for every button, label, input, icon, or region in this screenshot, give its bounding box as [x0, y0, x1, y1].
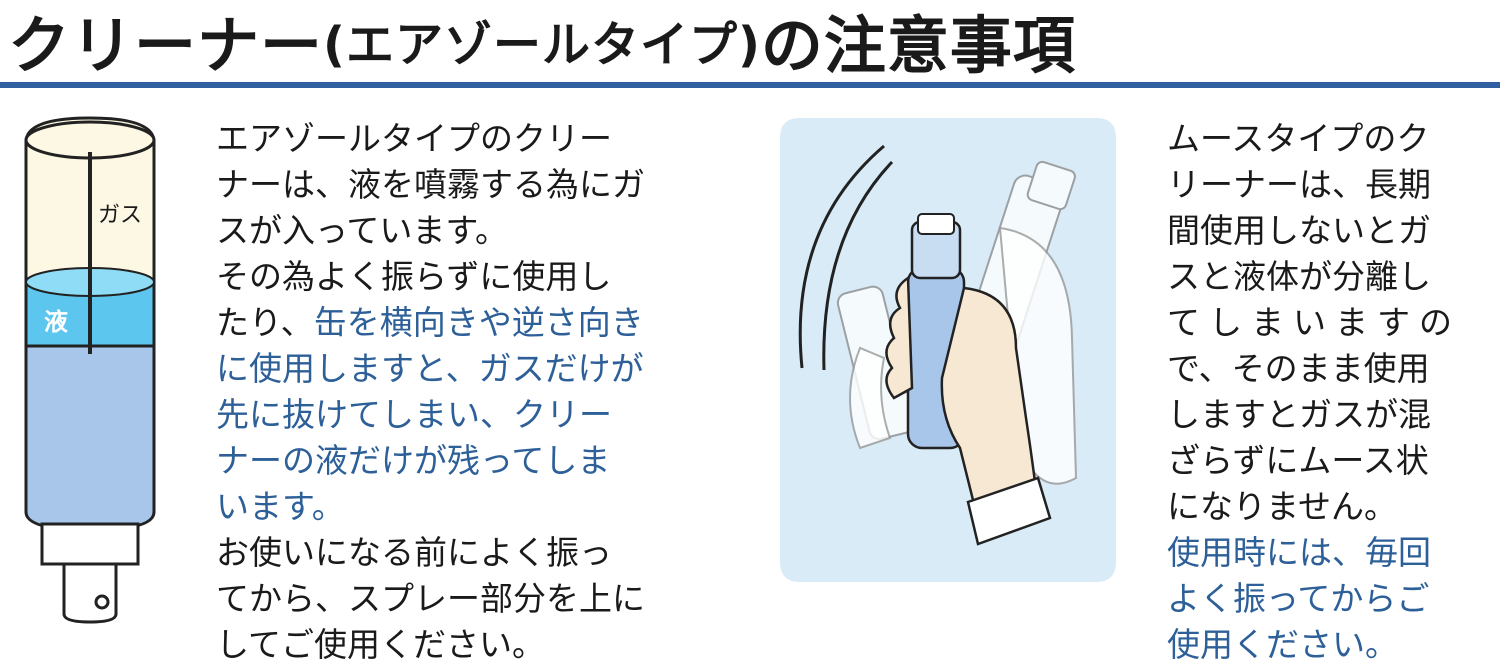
aerosol-can-diagram: ガス 液: [24, 116, 156, 624]
warning-text: に使用しますと、ガスだけが: [216, 349, 644, 388]
title-main-after: の注意事項: [760, 9, 1076, 82]
text-line: てしまいますの: [1167, 303, 1461, 342]
mousse-notice-text: ムースタイプのク リーナーは、長期 間使用しないとガ スと液体が分離し てしまい…: [1167, 116, 1461, 668]
warning-text: 使用時には、毎回: [1167, 533, 1431, 572]
liquid-label: 液: [44, 308, 68, 336]
warning-text: ナーの液だけが残ってしま: [216, 441, 611, 480]
warning-text: 先に抜けてしまい、クリー: [216, 395, 612, 434]
text-line: で、そのまま使用: [1167, 349, 1430, 388]
aerosol-notice-text: エアゾールタイプのクリー ナーは、液を噴霧する為にガ スが入っています。 その為…: [216, 116, 645, 668]
text-line: てから、スプレー部分を上に: [216, 579, 645, 618]
text-line: その為よく振らずに使用し: [216, 257, 612, 296]
gas-label: ガス: [98, 203, 142, 228]
warning-text: よく振ってからご: [1167, 579, 1430, 618]
text-line: になりません。: [1167, 487, 1398, 526]
page-title: クリーナー(エアゾールタイプ)の注意事項: [8, 0, 1076, 82]
text-line: ざらずにムース状: [1167, 441, 1429, 480]
title-paren: (エアゾールタイプ): [323, 17, 761, 73]
title-divider: [0, 82, 1500, 88]
text-line-mixed: たり、缶を横向きや逆さ向き: [216, 300, 645, 346]
text-line: ナーは、液を噴霧する為にガ: [216, 165, 645, 204]
text-line: 間使用しないとガ: [1167, 211, 1431, 250]
warning-text: います。: [216, 487, 345, 526]
text-line: ムースタイプのク: [1167, 119, 1430, 158]
text-line: エアゾールタイプのクリー: [216, 119, 612, 158]
text-line: リーナーは、長期: [1167, 165, 1431, 204]
text-line: お使いになる前によく振っ: [216, 533, 612, 572]
warning-text: 使用ください。: [1167, 625, 1398, 664]
text-line: スが入っています。: [216, 211, 509, 250]
text-fragment: たり、: [216, 303, 314, 342]
text-line: しますとガスが混: [1167, 395, 1431, 434]
text-line: スと液体が分離し: [1167, 257, 1431, 296]
shaking-can-illustration: [780, 118, 1116, 582]
title-main-before: クリーナー: [8, 9, 324, 82]
warning-text: 缶を横向きや逆さ向き: [313, 303, 644, 342]
text-line: してご使用ください。: [216, 625, 546, 664]
